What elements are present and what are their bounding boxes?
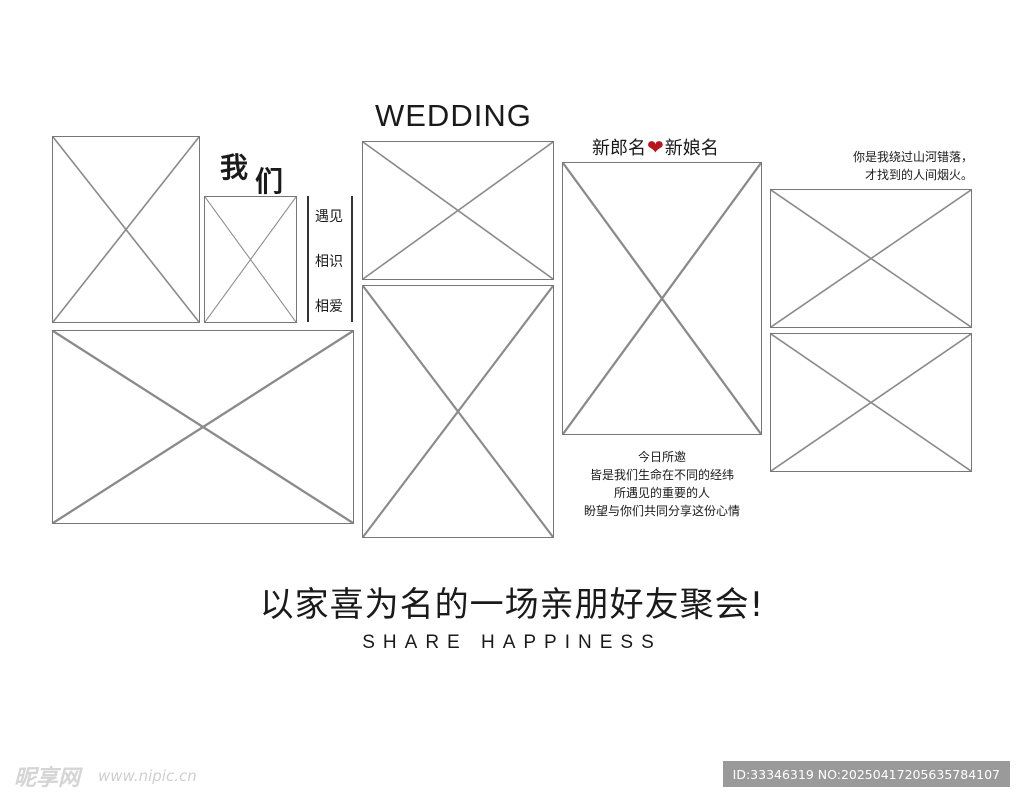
image-placeholder-icon — [771, 334, 971, 471]
share-happiness-subtitle: SHARE HAPPINESS — [362, 632, 662, 653]
couple-names: 新郎名 ❤ 新娘名 — [592, 134, 719, 160]
image-placeholder-icon — [563, 163, 761, 434]
heading-men: 们 — [255, 165, 284, 198]
timeline-item-meet: 遇见 — [315, 209, 343, 225]
invitation-line-1: 今日所邀 — [637, 450, 686, 464]
photo-frame-6 — [562, 162, 762, 435]
poem-line-1: 你是我绕过山河错落， — [852, 150, 973, 164]
invitation-line-2: 皆是我们生命在不同的经纬 — [589, 468, 734, 482]
watermark-logo: 昵享网 — [14, 766, 81, 791]
photo-frame-7 — [770, 189, 972, 328]
photo-frame-8 — [770, 333, 972, 472]
bride-name: 新娘名 — [664, 138, 719, 159]
photo-frame-3 — [52, 330, 354, 524]
heart-icon: ❤ — [647, 135, 664, 159]
timeline-item-love: 相爱 — [315, 299, 343, 315]
photo-frame-4 — [362, 141, 554, 280]
heading-wo: 我 — [220, 151, 249, 184]
slogan: 以家喜为名的一场亲朋好友聚会! — [259, 585, 765, 625]
invitation-line-4: 盼望与你们共同分享这份心情 — [583, 504, 740, 518]
image-placeholder-icon — [53, 137, 199, 322]
wedding-title: WEDDING — [375, 98, 532, 133]
photo-frame-1 — [52, 136, 200, 323]
groom-name: 新郎名 — [592, 138, 646, 159]
image-placeholder-icon — [363, 142, 553, 279]
timeline-divider-left — [307, 196, 309, 322]
timeline-item-know: 相识 — [315, 254, 343, 270]
poem-line-2: 才找到的人间烟火。 — [864, 168, 973, 182]
invitation-line-3: 所遇见的重要的人 — [613, 486, 710, 500]
image-id-bar: ID:33346319 NO:20250417205635784107 — [722, 761, 1010, 787]
image-placeholder-icon — [53, 331, 353, 523]
photo-frame-2 — [204, 196, 297, 323]
image-placeholder-icon — [363, 286, 553, 537]
photo-frame-5 — [362, 285, 554, 538]
image-placeholder-icon — [205, 197, 296, 322]
image-placeholder-icon — [771, 190, 971, 327]
watermark-url: www.nipic.cn — [98, 767, 197, 785]
timeline-divider-right — [351, 196, 353, 322]
